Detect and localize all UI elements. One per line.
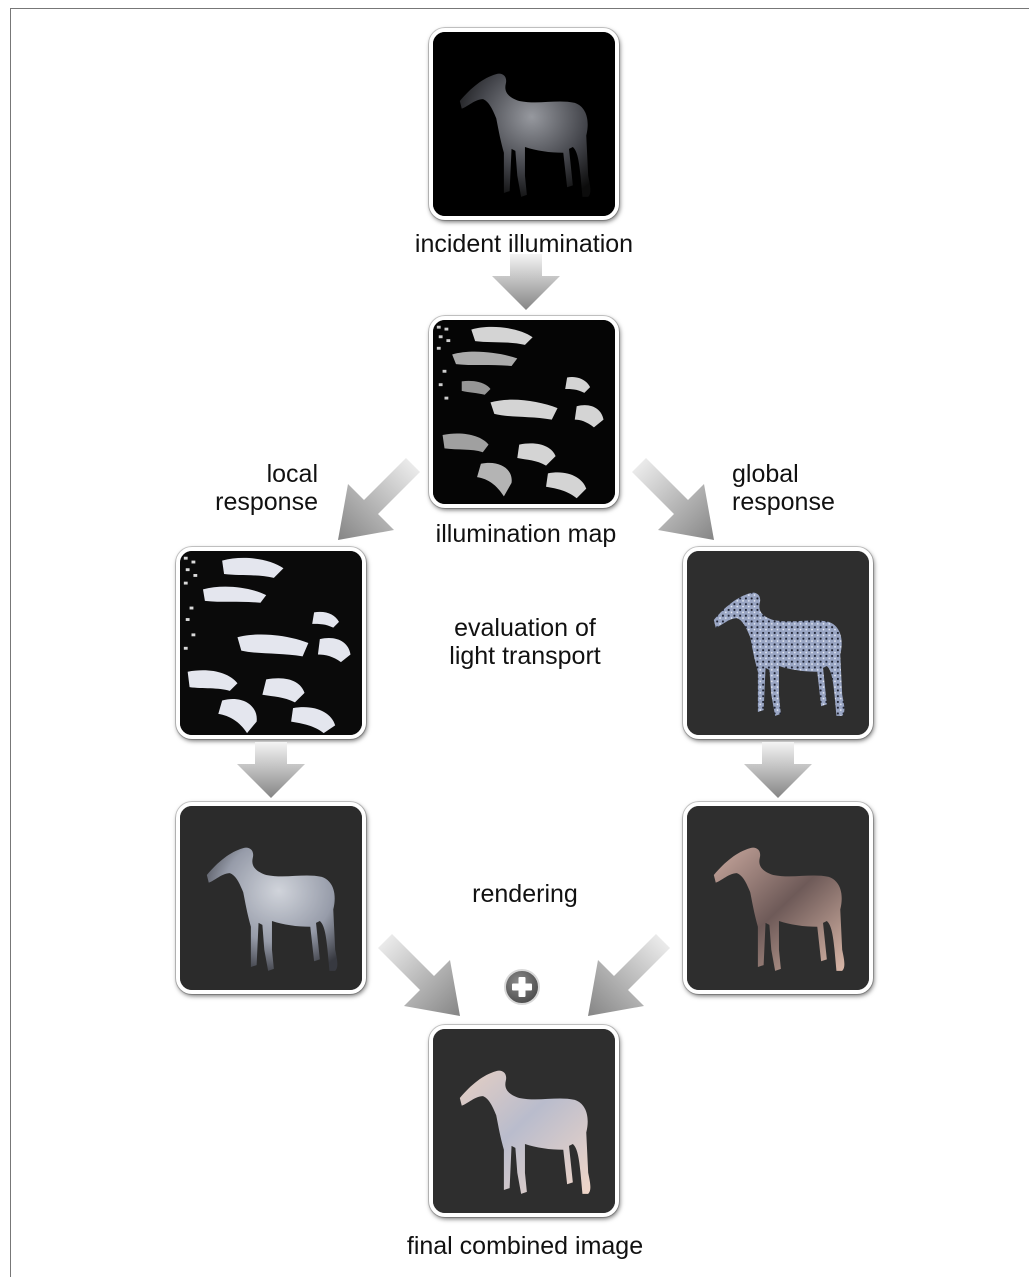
local-response-label: local response bbox=[215, 460, 318, 516]
incident-illumination-label: incident illumination bbox=[414, 230, 634, 258]
arrow-down-right-icon bbox=[378, 934, 460, 1016]
local-response-image bbox=[176, 547, 366, 739]
arrow-down-icon bbox=[237, 742, 305, 798]
illumination-map-image bbox=[429, 316, 619, 508]
global-response-image bbox=[683, 547, 873, 739]
final-combined-image bbox=[429, 1025, 619, 1217]
rendering-label: rendering bbox=[472, 880, 578, 908]
evaluation-of-light-transport-label: evaluation of light transport bbox=[449, 614, 601, 670]
plus-circle-icon bbox=[504, 969, 540, 1005]
arrow-down-left-icon bbox=[588, 934, 670, 1016]
arrow-down-right-icon bbox=[632, 458, 714, 540]
arrow-down-left-icon bbox=[338, 458, 420, 540]
global-response-label: global response bbox=[732, 460, 835, 516]
local-rendering-image bbox=[176, 802, 366, 994]
incident-illumination-image bbox=[429, 28, 619, 220]
arrow-down-icon bbox=[744, 742, 812, 798]
final-combined-image-label: final combined image bbox=[406, 1232, 644, 1260]
arrow-down-icon bbox=[492, 254, 560, 310]
global-rendering-image bbox=[683, 802, 873, 994]
figure-frame bbox=[10, 8, 1029, 1277]
illumination-map-label: illumination map bbox=[435, 520, 617, 548]
